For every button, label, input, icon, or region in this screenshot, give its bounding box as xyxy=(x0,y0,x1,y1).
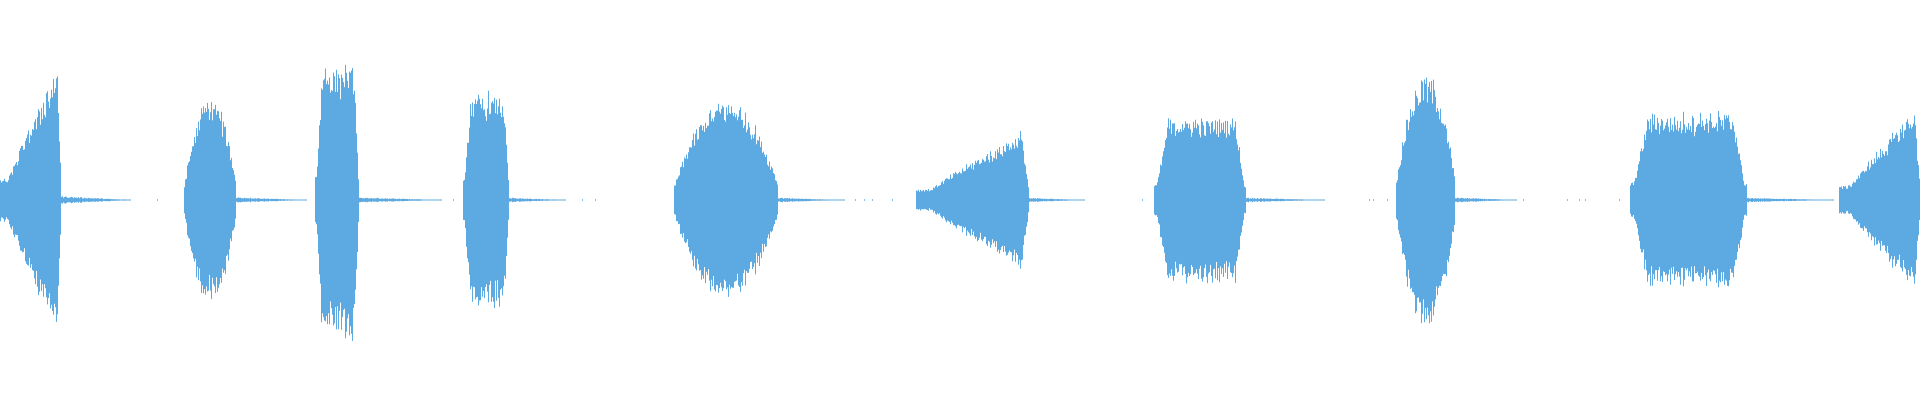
waveform-bars xyxy=(0,64,1920,341)
waveform-path xyxy=(0,64,1920,341)
